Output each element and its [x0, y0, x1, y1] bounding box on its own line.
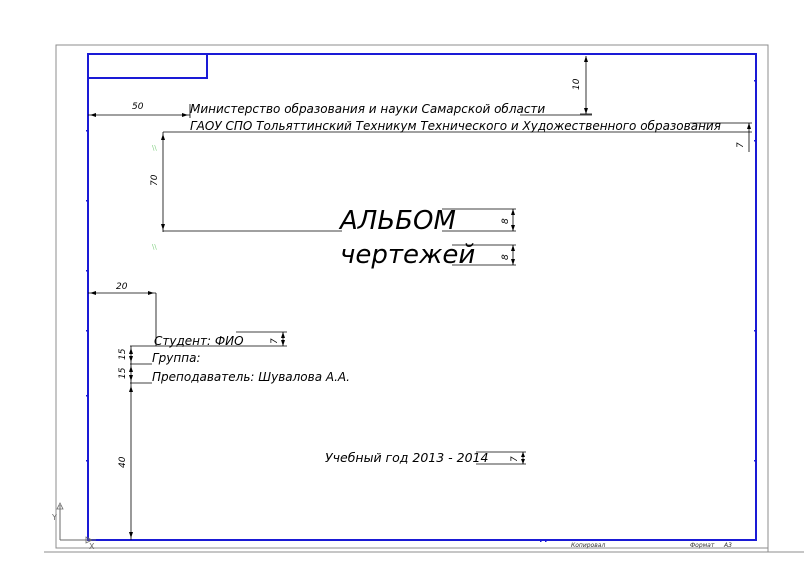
footer-copied: Копировал — [571, 542, 605, 549]
svg-text:Y: Y — [51, 513, 57, 522]
snap-marker-upper: \\ — [152, 144, 157, 152]
dim-bottom-gap-label: 40 — [118, 456, 128, 468]
dim-college-height: 7 — [690, 122, 752, 152]
dim-left-indent-label: 50 — [132, 102, 144, 112]
coordinate-axis-icon: Y X — [51, 502, 96, 551]
frame-ticks — [86, 80, 757, 542]
ministry-text: Министерство образования и науки Самарск… — [190, 102, 545, 116]
dim-title-height-1: 8 — [442, 208, 516, 232]
drawing-frame — [87, 53, 757, 541]
dim-group-gap-label: 15 — [118, 367, 128, 379]
dim-title-height-1-label: 8 — [501, 218, 511, 224]
dim-title-height-2: 8 — [452, 244, 516, 266]
group-label: Группа: — [152, 351, 201, 365]
teacher-label: Преподаватель: Шувалова А.А. — [152, 370, 350, 384]
dim-title-gap: 70 \\ \\ — [150, 131, 190, 251]
dim-top-offset: 10 — [572, 56, 592, 115]
top-left-stamp-box — [87, 53, 208, 79]
dim-title-gap-label: 70 — [150, 174, 160, 186]
dim-people-indent-label: 20 — [116, 282, 128, 292]
snap-marker-lower: \\ — [152, 243, 157, 251]
dim-top-offset-label: 10 — [572, 78, 582, 90]
dim-people-stack: 15 15 40 — [118, 346, 133, 540]
title-drawings: чертежей — [340, 240, 475, 270]
footer-format: Формат — [690, 542, 715, 549]
dim-year-height-label: 7 — [510, 456, 520, 462]
footer-format-value: A3 — [723, 542, 732, 549]
student-label: Студент: ФИО — [154, 334, 244, 348]
svg-text:X: X — [89, 542, 95, 551]
dim-student-height-label: 7 — [270, 338, 280, 344]
dim-title-height-2-label: 8 — [501, 254, 511, 260]
title-album: АЛЬБОМ — [338, 206, 456, 236]
dim-left-indent: 50 — [88, 102, 191, 118]
dim-student-height: 7 — [236, 331, 287, 346]
dim-college-height-label: 7 — [736, 142, 746, 148]
dim-student-gap-label: 15 — [118, 348, 128, 360]
academic-year: Учебный год 2013 - 2014 — [325, 450, 488, 465]
dim-year-height: 7 — [476, 451, 526, 464]
college-text: ГАОУ СПО Тольяттинский Техникум Техничес… — [190, 119, 721, 133]
dim-people-indent: 20 — [88, 282, 157, 346]
